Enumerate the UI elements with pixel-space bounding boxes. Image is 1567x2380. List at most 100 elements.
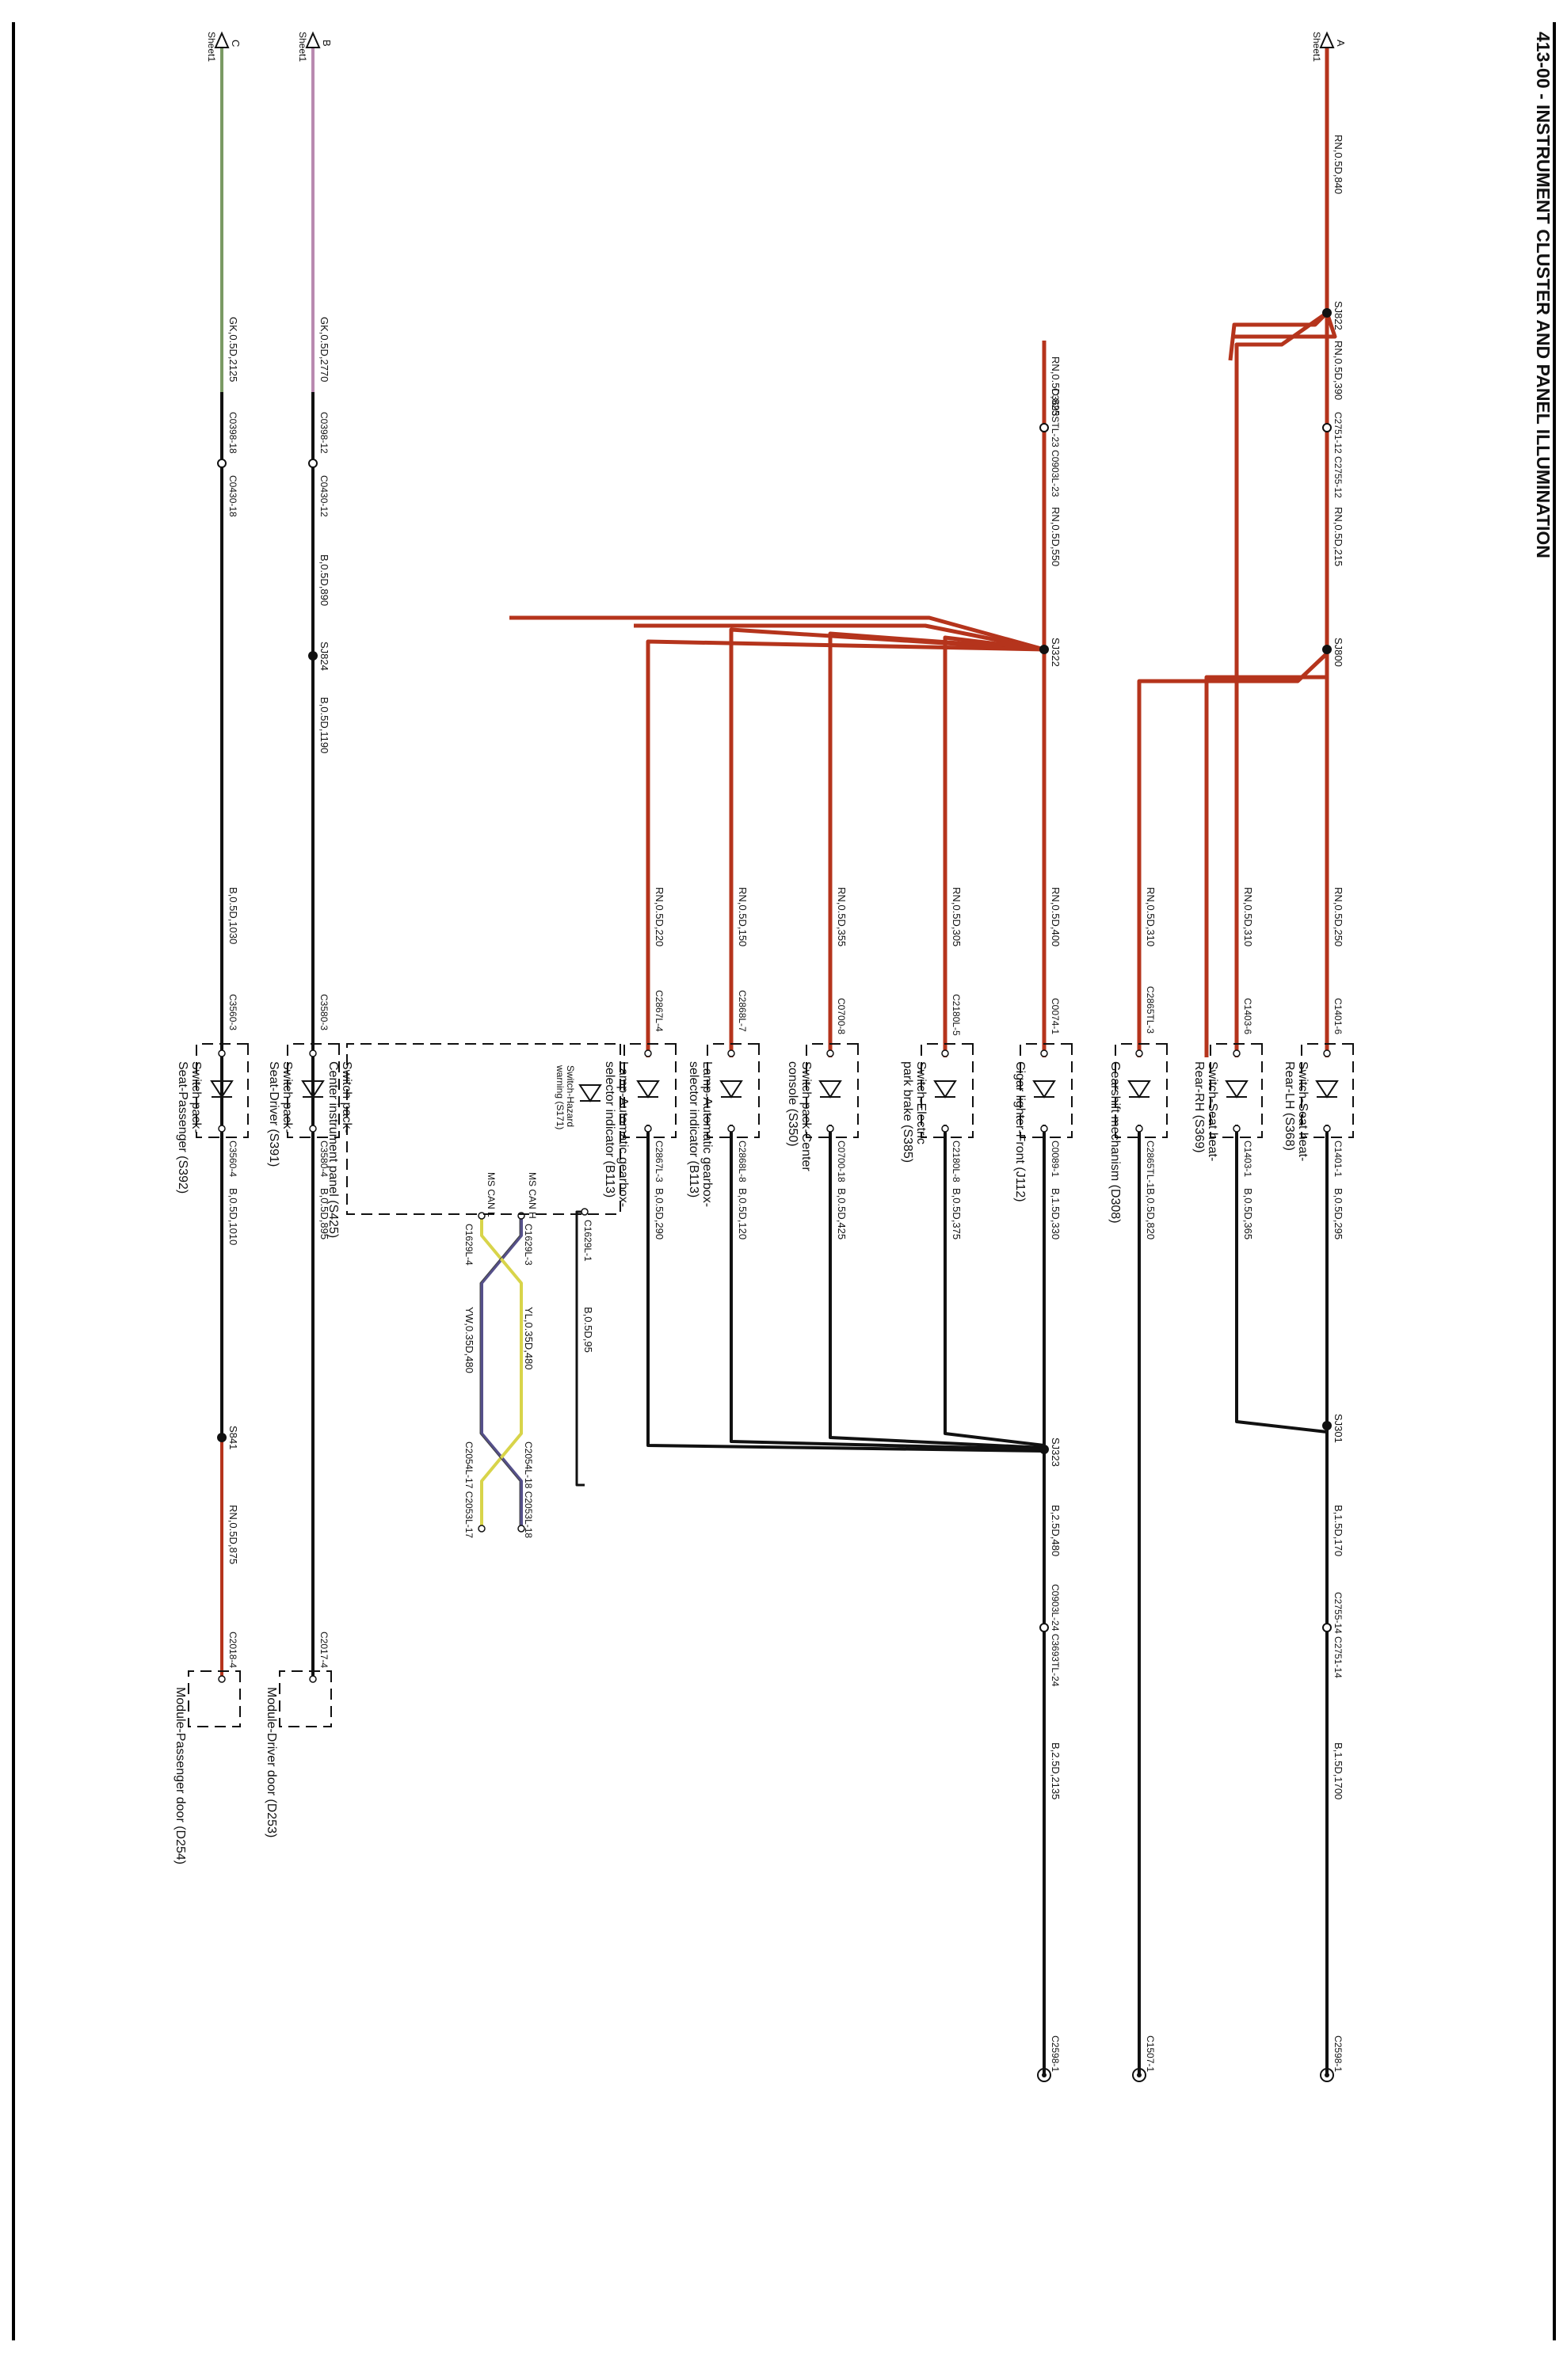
wire-label: RN,0.5D,400 bbox=[1050, 887, 1062, 946]
wire-label: RN,0.5D,150 bbox=[737, 887, 749, 946]
splice-sj322 bbox=[1039, 645, 1049, 654]
connector-label: C2054L-18 C2053L-18 bbox=[523, 1441, 534, 1538]
connector-label: C2867L-4 bbox=[654, 990, 665, 1032]
wire-label: B,0.5D,120 bbox=[737, 1188, 749, 1240]
splice-label: SJ824 bbox=[318, 642, 330, 671]
wire-label: B,0.5D,1190 bbox=[318, 697, 330, 753]
connector-label: C2868L-8 bbox=[737, 1140, 748, 1182]
connector-label: C0903L-24 C3693TL-24 bbox=[1050, 1584, 1061, 1687]
wire-label: B,0.5D,890 bbox=[318, 554, 330, 606]
ms-can-l-label: MS CAN L bbox=[486, 1172, 497, 1217]
connector-label: C2867L-3 bbox=[654, 1140, 665, 1182]
component-labels: Switch-Seat heat- Rear-LH (S368) Switch-… bbox=[173, 1061, 1310, 1864]
connector-label: C2054L-17 C2053L-17 bbox=[463, 1441, 475, 1538]
left-side-wires bbox=[220, 48, 315, 1679]
connector-label: C2755-14 C2751-14 bbox=[1333, 1592, 1344, 1678]
wire-label: B,0.5D,1010 bbox=[227, 1188, 239, 1245]
component-gearbox-lamp-2: Lamp-Automatic gearbox- selector indicat… bbox=[603, 1061, 630, 1211]
connector-label: C3580-3 bbox=[318, 994, 330, 1030]
splice-label: SJ323 bbox=[1050, 1438, 1062, 1467]
connector-label: C1629L-3 bbox=[523, 1224, 534, 1266]
red-feed-wires bbox=[1137, 48, 1337, 1057]
sheet-ref-a-sheet: Sheet1 bbox=[1311, 32, 1322, 62]
component-seat-passenger: Switch pack- Seat-Passenger (S392) bbox=[176, 1061, 203, 1194]
connector-label: C0074-1 bbox=[1050, 998, 1061, 1034]
wire-label: B,0.5D,895 bbox=[318, 1188, 330, 1240]
splice-sj822 bbox=[1322, 308, 1332, 318]
wire-label: RN,0.5D,220 bbox=[654, 887, 665, 946]
inline-connectors bbox=[217, 423, 1332, 1632]
wire-label: RN,0.5D,305 bbox=[951, 887, 963, 946]
wire-label: RN,0.5D,310 bbox=[1145, 887, 1157, 946]
wire-label: B,1.5D,1700 bbox=[1333, 1742, 1344, 1799]
ground-terminal bbox=[1042, 2073, 1047, 2077]
connector-label: C2598-1 bbox=[1050, 2035, 1061, 2072]
splice-label: SJ301 bbox=[1333, 1414, 1344, 1443]
ground-terminal bbox=[1137, 2073, 1142, 2077]
connector-labels: C2751-12 C2755-12 C3693STL-23 C0903L-23 … bbox=[227, 388, 1344, 2072]
wire-label: RN,0.5D,390 bbox=[1333, 341, 1344, 400]
connector-label: C1629L-4 bbox=[463, 1224, 475, 1266]
connector-label: C2868L-7 bbox=[737, 990, 748, 1032]
wire-label: B,0.5D,375 bbox=[951, 1188, 963, 1240]
page-title: 413-00 - INSTRUMENT CLUSTER AND PANEL IL… bbox=[1533, 32, 1554, 558]
splice-label: S841 bbox=[227, 1426, 239, 1449]
ms-can-h-label: MS CAN H bbox=[527, 1172, 538, 1219]
sheet-ref-b-letter: B bbox=[321, 40, 333, 47]
wire-label: B,0.5D,425 bbox=[836, 1188, 848, 1240]
splice-label: SJ822 bbox=[1333, 301, 1344, 330]
connector-label: C3560-4 bbox=[227, 1140, 238, 1177]
connector-label: C0089-1 bbox=[1050, 1140, 1061, 1177]
wire-label: B,0.5D,290 bbox=[654, 1188, 665, 1240]
wire-label: RN,0.5D,310 bbox=[1242, 887, 1254, 946]
connector-label: C0430-12 bbox=[318, 475, 330, 517]
sheet-ref-c-sheet: Sheet1 bbox=[206, 32, 217, 62]
component-gearshift: Gearshift mechanism (D308) bbox=[1108, 1061, 1122, 1224]
wire-label: RN,0.5D,840 bbox=[1333, 135, 1344, 194]
connector-label: C2751-12 C2755-12 bbox=[1333, 412, 1344, 498]
can-twisted-pair bbox=[479, 1210, 585, 1529]
wire-label: RN,0.5D,550 bbox=[1050, 507, 1062, 566]
connector-label: C2018-4 bbox=[227, 1632, 238, 1668]
black-return-wires bbox=[646, 1125, 1329, 2075]
wire-label: B,2.5D,480 bbox=[1050, 1505, 1062, 1556]
pin-markers bbox=[218, 1049, 1331, 1683]
wire-label: GK,0.5D,2125 bbox=[227, 317, 239, 382]
sheet-ref-a-letter: A bbox=[1335, 40, 1347, 47]
sheet-references: A Sheet1 B Sheet1 C Sheet1 bbox=[206, 32, 1347, 62]
wire-label: B,0.5D,1030 bbox=[227, 887, 239, 944]
led-symbols bbox=[210, 1080, 1339, 1102]
sheet-ref-b-sheet: Sheet1 bbox=[297, 32, 308, 62]
connector-label: C0700-18 bbox=[836, 1140, 847, 1182]
connector-label: C2180L-5 bbox=[951, 994, 962, 1036]
ground-terminal bbox=[1037, 2068, 1051, 2082]
ground-terminal bbox=[1325, 2073, 1329, 2077]
component-center-console: Switch pack-Center console (S350) bbox=[786, 1061, 813, 1175]
component-electric-park-brake: Switch-Electric park brake (S385) bbox=[901, 1061, 928, 1163]
connector-label: C1507-1 bbox=[1145, 2035, 1156, 2072]
splice-s841 bbox=[217, 1433, 227, 1442]
ground-terminals bbox=[1037, 2068, 1334, 2082]
component-seat-rh: Switch-Seat heat- Rear-RH (S369) bbox=[1192, 1061, 1219, 1165]
splice-sj301 bbox=[1322, 1421, 1332, 1430]
connector-label: C0398-18 bbox=[227, 412, 238, 454]
ground-terminal bbox=[1132, 2068, 1146, 2082]
connector-label: C0700-8 bbox=[836, 998, 847, 1034]
wire-label: GK,0.5D,2770 bbox=[318, 317, 330, 382]
connector-label: C2865TL-1 bbox=[1145, 1140, 1156, 1188]
connector-label: C2017-4 bbox=[318, 1632, 330, 1668]
connector-label: C3560-3 bbox=[227, 994, 238, 1030]
wire-label: B,0.5D,820 bbox=[1145, 1188, 1157, 1240]
splice-sj800 bbox=[1322, 645, 1332, 654]
splice-dots bbox=[217, 308, 1332, 1454]
connector-label: C2180L-8 bbox=[951, 1140, 962, 1182]
connector-label: C3693STL-23 C0903L-23 bbox=[1050, 388, 1061, 497]
component-boxes bbox=[188, 1043, 1354, 1727]
wire-label: B,1.5D,330 bbox=[1050, 1188, 1062, 1240]
wire-labels: RN,0.5D,840 RN,0.5D,390 RN,0.5D,825 RN,0… bbox=[227, 135, 1344, 1799]
wire-label: RN,0.5D,825 bbox=[1050, 356, 1062, 416]
component-center-instrument-panel: Switch pack- Center instrument panel (S4… bbox=[326, 1061, 353, 1238]
wire-label: B,0.5D,95 bbox=[582, 1307, 594, 1353]
